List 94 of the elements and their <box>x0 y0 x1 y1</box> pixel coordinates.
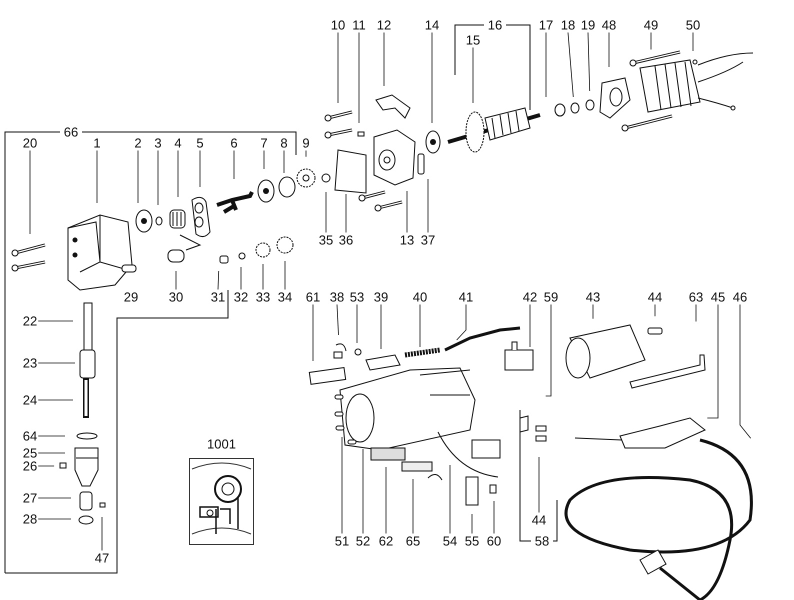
callout-number: 22 <box>22 314 38 328</box>
leader-line <box>240 266 242 290</box>
callout-number: 16 <box>486 18 504 32</box>
leader-line <box>218 270 220 290</box>
leader-line <box>362 448 364 534</box>
callout-number: 18 <box>560 18 576 32</box>
leader-line <box>588 32 590 92</box>
callout-number: 1 <box>92 136 102 150</box>
callout-number: 48 <box>600 18 618 32</box>
callout-number: 2 <box>133 136 143 150</box>
callout-number: 28 <box>22 512 38 526</box>
callout-number: 35 <box>318 232 334 248</box>
leader-line <box>312 304 314 362</box>
callout-number: 34 <box>276 290 294 304</box>
leader-line <box>568 32 574 98</box>
callout-number: 33 <box>254 290 272 304</box>
callout-number: 6 <box>229 136 239 150</box>
callout-number: 60 <box>486 534 502 548</box>
leader-line <box>284 260 286 290</box>
leader-line <box>545 304 552 396</box>
leader-line <box>38 320 74 322</box>
callout-number: 3 <box>153 136 163 150</box>
callout-number: 12 <box>376 18 392 32</box>
leader-line <box>592 304 594 320</box>
callout-number: 46 <box>732 290 748 304</box>
callout-number: 19 <box>580 18 596 32</box>
callout-number: 65 <box>404 534 422 548</box>
callout-number: 1001 <box>206 436 237 452</box>
callout-number: 7 <box>259 136 269 150</box>
leader-line <box>358 32 360 124</box>
callout-number: 20 <box>22 136 38 150</box>
callout-number: 51 <box>334 534 350 548</box>
callout-number: 15 <box>464 32 482 48</box>
leader-line <box>650 32 652 50</box>
leader-line <box>740 304 752 439</box>
callout-number: 17 <box>538 18 554 32</box>
callout-number: 64 <box>22 428 38 444</box>
leader-line <box>96 150 98 204</box>
leader-line <box>456 304 466 340</box>
leader-line <box>406 190 408 233</box>
callout-number: 54 <box>442 534 458 548</box>
callout-number: 24 <box>22 392 38 408</box>
leader-line <box>412 478 414 534</box>
leader-line <box>336 304 339 336</box>
callout-number: 44 <box>646 290 664 304</box>
callout-number: 63 <box>688 290 704 304</box>
callout-number: 39 <box>372 290 390 304</box>
callout-number: 9 <box>301 136 311 150</box>
leader-line <box>654 304 656 317</box>
callout-number: 53 <box>348 290 366 304</box>
leader-line <box>538 456 540 513</box>
leader-line <box>706 304 718 418</box>
callout-number: 47 <box>94 550 110 566</box>
callout-number: 59 <box>542 290 560 304</box>
leader-line <box>38 452 66 454</box>
callout-number: 13 <box>398 232 416 248</box>
leader-line <box>38 362 76 364</box>
callout-number: 43 <box>584 290 602 304</box>
callout-number: 32 <box>232 290 250 304</box>
callout-number: 5 <box>195 136 205 150</box>
callout-number: 30 <box>168 290 184 304</box>
callout-number: 29 <box>122 290 140 304</box>
callout-number: 8 <box>279 136 289 150</box>
callout-number: 36 <box>338 232 354 248</box>
callout-number: 45 <box>710 290 726 304</box>
callout-number: 31 <box>210 290 226 304</box>
callout-number: 41 <box>458 290 474 304</box>
callout-number: 11 <box>351 18 367 32</box>
leader-line <box>262 264 264 290</box>
callout-number: 42 <box>522 290 538 304</box>
callout-number: 27 <box>22 490 38 506</box>
callout-number: 37 <box>420 232 436 248</box>
leader-line <box>356 304 358 344</box>
callout-number: 49 <box>642 18 660 32</box>
callout-number: 4 <box>173 136 183 150</box>
callout-number: 10 <box>330 18 346 32</box>
callout-number: 55 <box>464 534 480 548</box>
callout-number: 62 <box>378 534 394 548</box>
callout-number: 52 <box>354 534 372 548</box>
callout-number: 58 <box>534 534 550 548</box>
leader-line <box>38 518 72 520</box>
callout-number: 61 <box>304 290 322 304</box>
callout-number: 44 <box>530 512 548 528</box>
leader-line <box>608 32 610 68</box>
leader-line <box>380 304 382 350</box>
callout-number: 40 <box>412 290 428 304</box>
callout-number: 14 <box>424 18 440 32</box>
leader-line <box>692 32 694 52</box>
callout-number: 66 <box>62 124 80 140</box>
leader-line <box>472 47 474 104</box>
callout-number: 50 <box>684 18 702 32</box>
callout-number: 38 <box>328 290 346 304</box>
callout-number: 26 <box>22 458 38 474</box>
callout-number: 23 <box>22 356 38 370</box>
